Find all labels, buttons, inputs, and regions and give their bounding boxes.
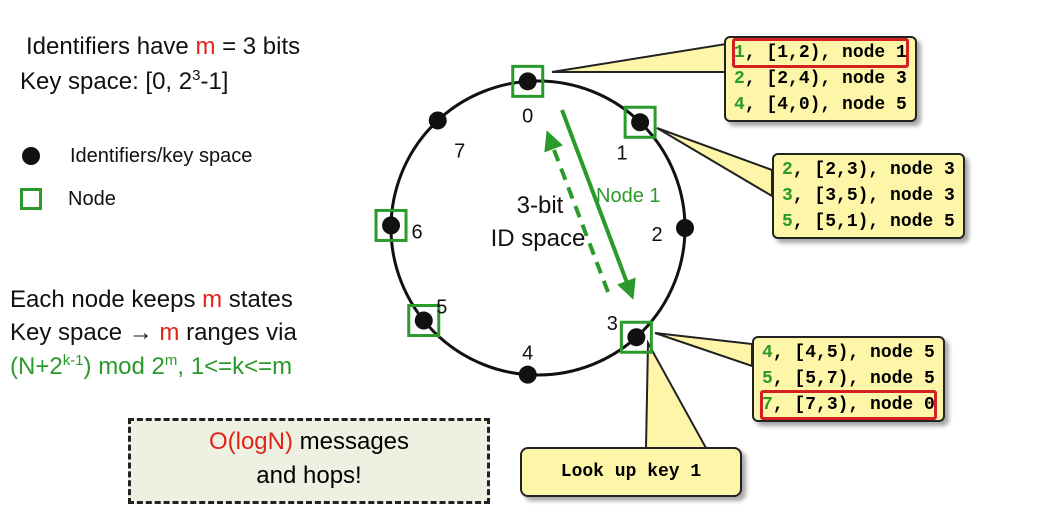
identifier-dot-1 — [631, 113, 650, 132]
legend-node-square-icon — [20, 188, 42, 210]
identifier-label-7: 7 — [454, 140, 465, 162]
finger-entry-range: , [3,5), node 3 — [792, 186, 955, 206]
identifier-dot-0 — [518, 72, 537, 91]
ring-center-label-line-2: ID space — [491, 225, 586, 252]
finger-entry-range: , [7,3), node 0 — [772, 395, 935, 415]
finger-entry-key: 4 — [734, 95, 745, 115]
node1-dashed-arrow — [544, 130, 610, 293]
callout-pointer-node1 — [656, 127, 773, 198]
node-square-3 — [619, 320, 653, 354]
finger-entry-key: 7 — [762, 395, 773, 415]
lookup-callout: Look up key 1 — [520, 447, 742, 497]
identifier-label-0: 0 — [522, 105, 533, 127]
identifier-dot-6 — [382, 216, 401, 235]
finger-entry-range: , [4,5), node 5 — [772, 343, 935, 363]
header-line-2: Key space: [0, 23-1] — [20, 67, 229, 95]
finger-entry: 4, [4,5), node 5 — [762, 340, 935, 366]
finger-entry: 1, [1,2), node 1 — [732, 38, 909, 68]
finger-entry: 5, [5,1), node 5 — [782, 209, 955, 235]
callout-pointer-node0 — [551, 42, 727, 73]
finger-entry-range: , [2,4), node 3 — [744, 69, 907, 89]
finger-entry: 7, [7,3), node 0 — [760, 390, 937, 420]
node-square-6 — [374, 208, 408, 242]
node-square-5 — [407, 304, 441, 338]
finger-entry-range: , [2,3), node 3 — [792, 160, 955, 180]
finger-entry-range: , [1,2), node 1 — [744, 43, 907, 63]
finger-entry: 5, [5,7), node 5 — [762, 366, 935, 392]
notes-line-1: Each node keeps m states — [10, 286, 293, 313]
identifier-dot-4 — [518, 365, 537, 384]
identifier-label-6: 6 — [411, 221, 422, 243]
finger-entry-key: 2 — [734, 69, 745, 89]
ring-center-label-line-1: 3-bit — [517, 192, 564, 219]
finger-entry: 2, [2,3), node 3 — [782, 157, 955, 183]
node-square-1 — [623, 105, 657, 139]
node-square-0 — [511, 64, 545, 98]
finger-entry-key: 3 — [782, 186, 793, 206]
identifier-label-1: 1 — [617, 142, 628, 164]
legend-identifiers-label: Identifiers/key space — [70, 145, 253, 167]
callout-pointer-lookup — [644, 339, 708, 449]
identifier-label-2: 2 — [651, 224, 662, 246]
identifier-dot-7 — [428, 111, 447, 130]
notes-formula: (N+2k-1) mod 2m, 1<=k<=m — [10, 352, 293, 380]
notes-line-2: Key space → m ranges via — [10, 319, 297, 346]
finger-entry-key: 5 — [762, 369, 773, 389]
legend-node-label: Node — [68, 188, 116, 210]
finger-entry: 4, [4,0), node 5 — [734, 92, 907, 118]
identifier-label-4: 4 — [522, 343, 533, 365]
finger-entry-range: , [4,0), node 5 — [744, 95, 907, 115]
identifier-dot-5 — [414, 311, 433, 330]
summary-line-1: O(logN) messages — [208, 428, 410, 455]
finger-entry-key: 4 — [762, 343, 773, 363]
finger-entry-range: , [5,1), node 5 — [792, 212, 955, 232]
identifier-label-5: 5 — [436, 297, 447, 319]
finger-entry: 2, [2,4), node 3 — [734, 66, 907, 92]
identifier-dot-2 — [676, 219, 694, 237]
node1-solid-arrow — [560, 109, 636, 300]
summary-line-2: and hops! — [256, 462, 362, 489]
header-line-1: Identifiers have m = 3 bits — [26, 33, 301, 60]
finger-entry-key: 1 — [734, 43, 745, 63]
legend-identifier-dot-icon — [22, 147, 40, 165]
summary-box: O(logN) messages and hops! — [128, 418, 490, 504]
identifier-label-3: 3 — [607, 313, 618, 335]
lookup-text: Look up key 1 — [560, 462, 702, 482]
callout-pointer-node3 — [654, 332, 753, 368]
finger-entry: 3, [3,5), node 3 — [782, 183, 955, 209]
finger-entry-key: 2 — [782, 160, 793, 180]
arrow-label-node1: Node 1 — [596, 185, 661, 207]
identifier-dot-3 — [627, 328, 646, 347]
finger-entry-key: 5 — [782, 212, 793, 232]
finger-entry-range: , [5,7), node 5 — [772, 369, 935, 389]
